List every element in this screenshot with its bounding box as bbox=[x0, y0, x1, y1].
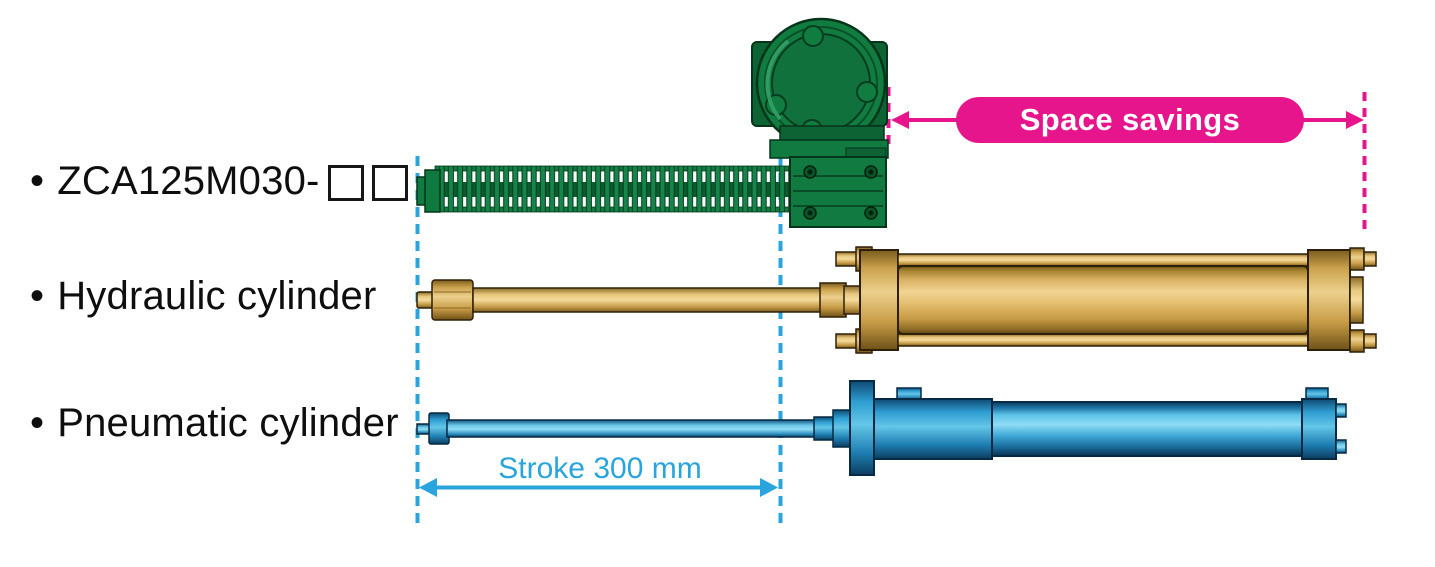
placeholder-box-icon bbox=[327, 165, 364, 201]
arrow-right-icon bbox=[760, 478, 778, 497]
arrow-right-icon bbox=[1346, 111, 1364, 129]
space-savings-dimension-lines bbox=[886, 87, 1367, 233]
bullet-icon: • bbox=[30, 274, 45, 318]
placeholder-box-icon bbox=[371, 165, 408, 201]
bullet-icon: • bbox=[30, 401, 45, 445]
hydraulic-barrel bbox=[897, 265, 1309, 335]
space-savings-arrows bbox=[891, 111, 1364, 129]
hydraulic-tie-rod bbox=[897, 333, 1309, 347]
legend-item-electric-actuator: • ZCA125M030- bbox=[30, 158, 408, 204]
hydraulic-cylinder-illustration bbox=[416, 246, 1377, 354]
hydraulic-tie-rod bbox=[897, 253, 1309, 267]
pneumatic-barrel bbox=[991, 401, 1303, 457]
arrow-left-icon bbox=[419, 478, 437, 497]
actuator-screw-shaft bbox=[416, 165, 792, 213]
actuator-drive-body bbox=[769, 125, 889, 228]
stroke-dimension-arrow bbox=[419, 478, 778, 497]
pneumatic-front-head bbox=[873, 398, 993, 460]
space-savings-label: Space savings bbox=[1019, 102, 1241, 137]
pneumatic-piston-rod bbox=[446, 419, 823, 438]
stroke-dimension-lines bbox=[415, 156, 783, 528]
space-savings-badge: Space savings bbox=[956, 97, 1304, 143]
hydraulic-piston-rod bbox=[472, 287, 826, 313]
housing-notch bbox=[856, 81, 878, 103]
pneumatic-rod-nut bbox=[428, 412, 450, 445]
bullet-icon: • bbox=[30, 159, 45, 203]
legend-item-hydraulic: • Hydraulic cylinder bbox=[30, 273, 376, 319]
legend-label-pneumatic: Pneumatic cylinder bbox=[57, 401, 399, 445]
stroke-dimension-label: Stroke 300 mm bbox=[498, 452, 702, 485]
hydraulic-rear-cap bbox=[1307, 249, 1351, 351]
hydraulic-front-cap bbox=[859, 249, 899, 351]
electric-actuator-illustration bbox=[416, 17, 889, 228]
legend-label-hydraulic: Hydraulic cylinder bbox=[57, 274, 377, 318]
hydraulic-rod-nut bbox=[431, 279, 474, 321]
housing-notch bbox=[802, 25, 824, 47]
legend-item-pneumatic: • Pneumatic cylinder bbox=[30, 400, 399, 446]
pneumatic-cylinder-illustration bbox=[416, 380, 1347, 476]
arrow-left-icon bbox=[891, 111, 909, 129]
pneumatic-rear-head bbox=[1301, 398, 1337, 460]
pneumatic-flange bbox=[849, 380, 875, 476]
actuator-motor-housing bbox=[751, 17, 888, 149]
legend-label-zca: ZCA125M030- bbox=[57, 159, 320, 203]
hydraulic-rear-boss bbox=[1349, 276, 1364, 324]
